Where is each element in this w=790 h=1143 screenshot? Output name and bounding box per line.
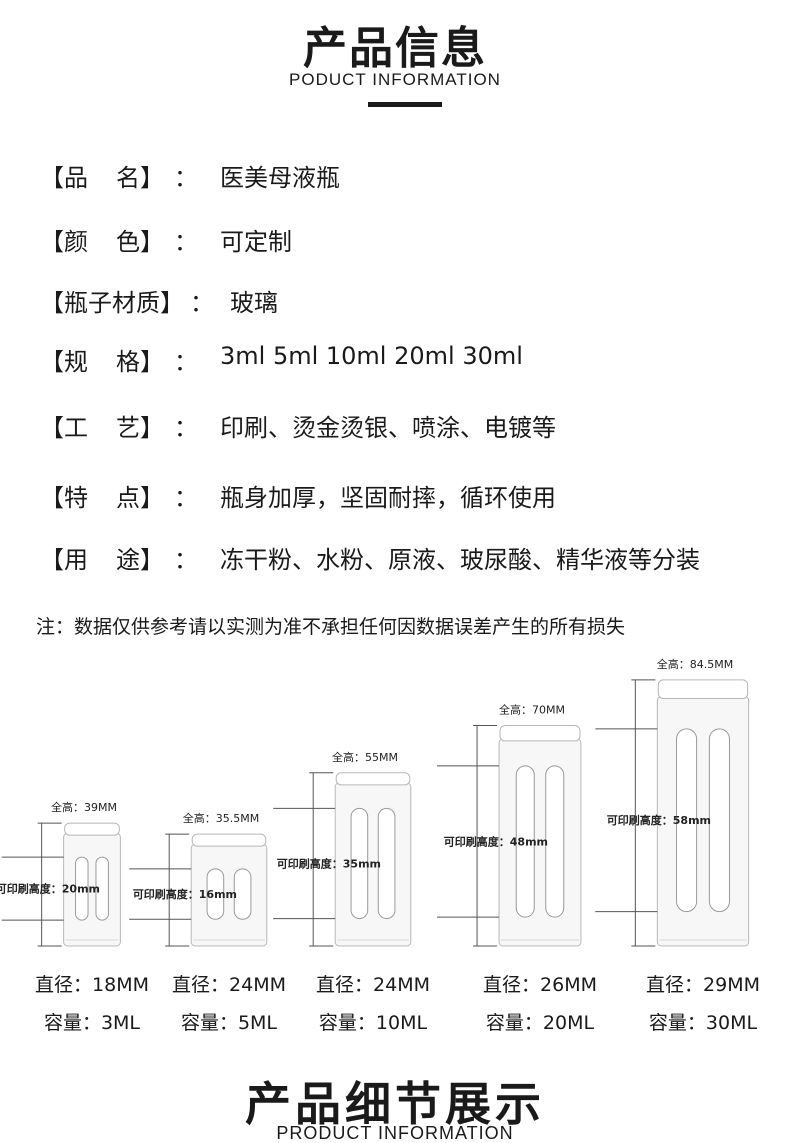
spec-label: 【品名】 xyxy=(40,158,164,193)
bottle-window xyxy=(75,856,89,921)
spec-label: 【工艺】 xyxy=(40,408,164,443)
bottle-cap xyxy=(657,679,749,699)
spec-label-part: 艺】 xyxy=(116,414,164,442)
bottle-cap xyxy=(64,822,120,836)
spec-label-part: 【规 xyxy=(40,348,88,376)
spec-label: 【瓶子材质】 xyxy=(40,283,184,318)
bottle-cap xyxy=(499,725,581,742)
bottle-window xyxy=(515,765,535,918)
bottle-window xyxy=(545,765,565,918)
print-height-label: 可印刷高度：48mm xyxy=(444,834,548,848)
bottle-window xyxy=(95,856,109,921)
spec-label-part: 【特 xyxy=(40,484,88,512)
bottle-diameter-label: 直径：24MM xyxy=(172,974,286,996)
spec-label-part: 【颜 xyxy=(40,228,88,256)
disclaimer-note: 注：数据仅供参考请以实测为准不承担任何因数据误差产生的所有损失 xyxy=(36,616,626,638)
spec-label-part: 色】 xyxy=(116,228,164,256)
bottle-capacity-label: 容量：20ML xyxy=(485,1012,595,1034)
spec-value: 冻干粉、水粉、原液、玻尿酸、精华液等分装 xyxy=(220,546,700,574)
bottle-window xyxy=(708,728,730,913)
spec-value: 医美母液瓶 xyxy=(220,164,340,192)
bottle-cap xyxy=(191,833,267,847)
bottle-diameter-label: 直径：18MM xyxy=(35,974,149,996)
bottle-capacity-label: 容量：10ML xyxy=(318,1012,428,1034)
spec-colon: ： xyxy=(174,546,198,574)
spec-label: 【规格】 xyxy=(40,342,164,377)
spec-colon: ： xyxy=(174,414,198,442)
bottle-diameter-label: 直径：26MM xyxy=(483,974,597,996)
bottle-capacity-label: 容量：30ML xyxy=(648,1012,758,1034)
spec-value: 可定制 xyxy=(220,228,292,256)
bottle-diameter-label: 直径：24MM xyxy=(316,974,430,996)
spec-label-part: 【瓶子材质】 xyxy=(40,289,184,317)
bottle-window xyxy=(233,868,252,920)
section-subtitle-details: PRODUCT INFORMATION xyxy=(276,1123,514,1143)
spec-label-part: 名】 xyxy=(116,164,164,192)
print-height-label: 可印刷高度：20mm xyxy=(0,882,100,896)
spec-label-part: 途】 xyxy=(116,546,164,574)
header-subtitle: PODUCT INFORMATION xyxy=(289,70,501,89)
section-title-details: 产品细节展示 xyxy=(245,1077,545,1131)
spec-value: 瓶身加厚，坚固耐摔，循环使用 xyxy=(220,484,556,512)
height-label: 全高：55MM xyxy=(332,750,398,764)
spec-label-part: 【工 xyxy=(40,414,88,442)
bottle-window xyxy=(676,728,698,913)
spec-colon: ： xyxy=(174,484,198,512)
spec-colon: ： xyxy=(174,164,198,192)
spec-colon: ： xyxy=(174,228,198,256)
spec-label-part: 格】 xyxy=(116,348,164,376)
bottle-capacity-label: 容量：5ML xyxy=(180,1012,278,1034)
spec-label-part: 【品 xyxy=(40,164,88,192)
print-height-label: 可印刷高度：35mm xyxy=(277,856,381,870)
bottle-capacity-label: 容量：3ML xyxy=(43,1012,141,1034)
spec-colon: ： xyxy=(174,348,198,376)
spec-label: 【用途】 xyxy=(40,540,164,575)
print-height-label: 可印刷高度：58mm xyxy=(607,813,711,827)
height-label: 全高：35.5MM xyxy=(183,811,259,825)
height-label: 全高：84.5MM xyxy=(657,657,733,671)
header-underline xyxy=(368,102,442,107)
spec-label: 【颜色】 xyxy=(40,222,164,257)
bottle-cap xyxy=(335,772,411,786)
bottle-window xyxy=(206,868,225,920)
spec-label-part: 点】 xyxy=(116,484,164,512)
spec-value: 玻璃 xyxy=(230,289,278,317)
bottle-window xyxy=(377,807,396,920)
bottle-window xyxy=(350,807,369,920)
height-label: 全高：70MM xyxy=(499,703,565,717)
bottle-size-diagram: 全高：39MM 可印刷高度：20mm 全高：35.5MM 可印刷高度：16mm 全高：5… xyxy=(0,657,750,947)
spec-label: 【特点】 xyxy=(40,478,164,513)
header-title: 产品信息 xyxy=(303,23,487,74)
spec-colon: ： xyxy=(190,289,214,317)
bottle-diameter-label: 直径：29MM xyxy=(646,974,760,996)
height-label: 全高：39MM xyxy=(51,800,117,814)
print-height-label: 可印刷高度：16mm xyxy=(133,887,237,901)
spec-label-part: 【用 xyxy=(40,546,88,574)
spec-value: 3ml 5ml 10ml 20ml 30ml xyxy=(220,342,523,370)
spec-value: 印刷、烫金烫银、喷涂、电镀等 xyxy=(220,414,556,442)
